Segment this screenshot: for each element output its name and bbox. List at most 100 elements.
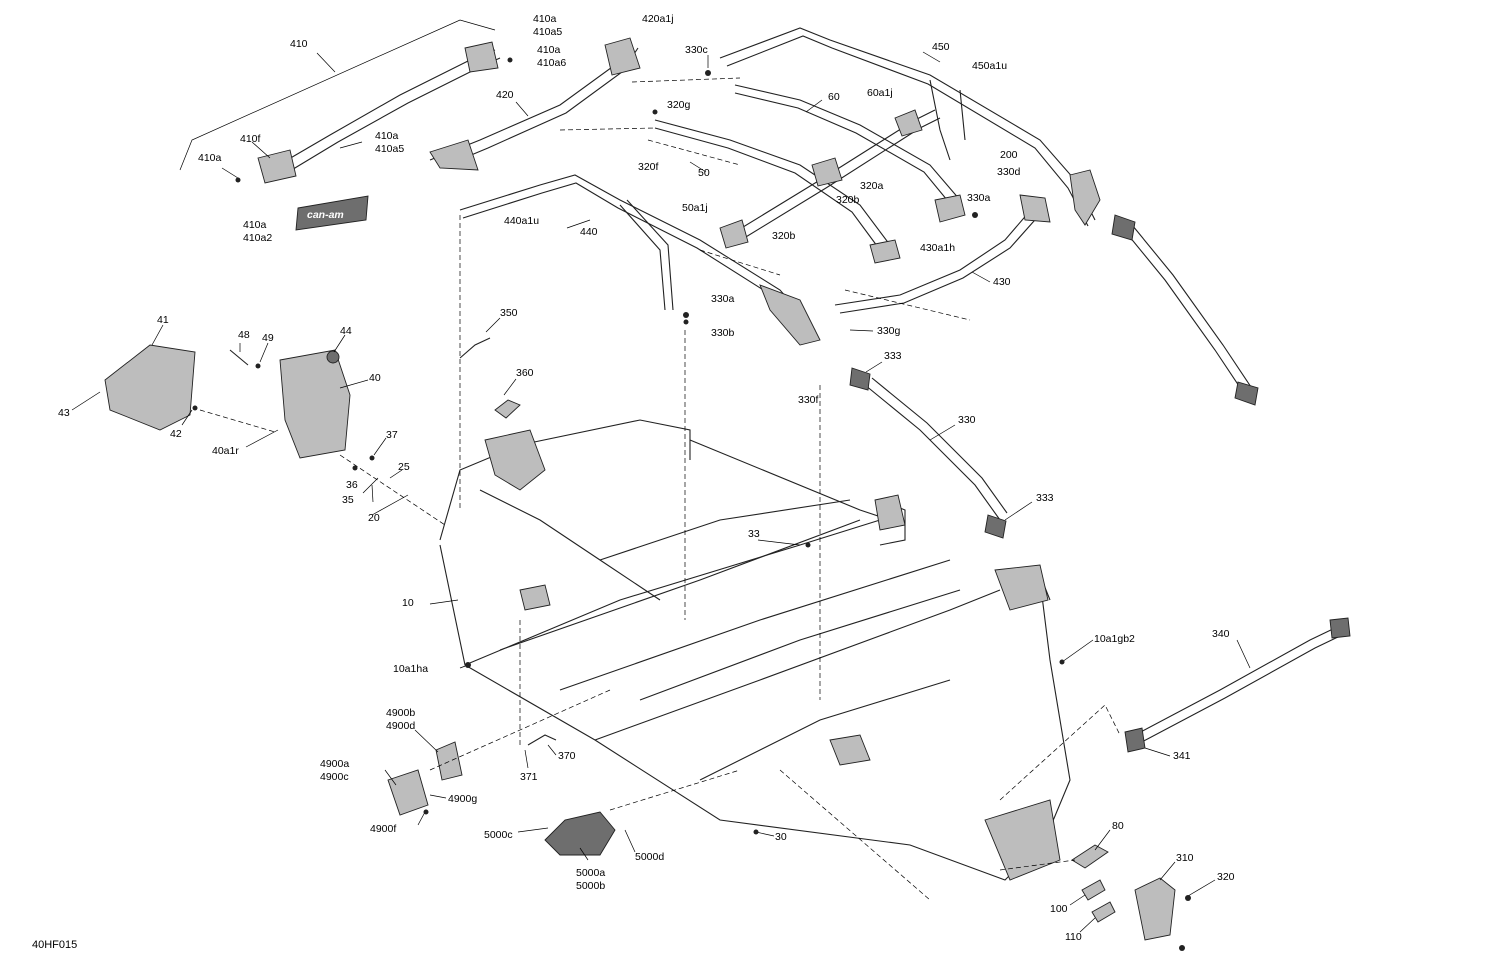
- bracket-40: [229, 349, 351, 459]
- callout-410: 410: [290, 38, 308, 50]
- callout-371: 371: [520, 771, 538, 783]
- callout-25: 25: [398, 461, 410, 473]
- callout-10a1gb2: 10a1gb2: [1094, 633, 1135, 645]
- callout-330g: 330g: [877, 325, 901, 337]
- callout-333-top: 333: [884, 350, 902, 362]
- windshield-bar-410: [179, 19, 501, 184]
- callout-50: 50: [698, 167, 710, 179]
- callout-5000b: 5000b: [576, 880, 605, 892]
- callout-10: 10: [402, 597, 414, 609]
- callout-420: 420: [496, 89, 514, 101]
- callout-36: 36: [346, 479, 358, 491]
- callout-370: 370: [558, 750, 576, 762]
- bracket-80: [1071, 844, 1109, 869]
- callout-410a-third: 410a: [375, 130, 399, 142]
- main-frame-10: [439, 419, 1071, 881]
- callout-450a1u: 450a1u: [972, 60, 1007, 72]
- callout-320f: 320f: [638, 161, 659, 173]
- callout-5000d: 5000d: [635, 851, 664, 863]
- callout-20: 20: [368, 512, 380, 524]
- callout-4900a: 4900a: [320, 758, 349, 770]
- callout-100: 100: [1050, 903, 1068, 915]
- skid-plate-41: [104, 344, 196, 431]
- callout-5000a: 5000a: [576, 867, 605, 879]
- callout-60a1j: 60a1j: [867, 87, 893, 99]
- callout-410f: 410f: [240, 133, 261, 145]
- callout-410a2: 410a2: [243, 232, 272, 244]
- callout-33: 33: [748, 528, 760, 540]
- callout-330d: 330d: [997, 166, 1021, 178]
- bracket-370: [527, 734, 557, 746]
- roof-longitudinal-bar: [719, 109, 941, 249]
- callout-410a6: 410a6: [537, 57, 566, 69]
- callout-40: 40: [369, 372, 381, 384]
- callout-410a-top: 410a: [533, 13, 557, 25]
- callout-80: 80: [1112, 820, 1124, 832]
- callout-410a-second: 410a: [537, 44, 561, 56]
- callout-4900f: 4900f: [370, 823, 396, 835]
- part-4900: [387, 741, 463, 816]
- assembly-guide-lines: [199, 77, 1121, 901]
- callout-410a-left: 410a: [198, 152, 222, 164]
- callout-60: 60: [828, 91, 840, 103]
- callout-330: 330: [958, 414, 976, 426]
- callout-320-bottom: 320: [1217, 871, 1235, 883]
- leader-lines: [71, 51, 1251, 933]
- callout-330a-right: 330a: [967, 192, 991, 204]
- front-roof-bar-420: [429, 37, 641, 171]
- callout-320b-first: 320b: [836, 194, 860, 206]
- callout-350: 350: [500, 307, 518, 319]
- callout-320b-second: 320b: [772, 230, 796, 242]
- roof-crossbar-50: [654, 119, 901, 264]
- callout-341: 341: [1173, 750, 1191, 762]
- bracket-310: [1134, 877, 1176, 941]
- side-rail-440: [459, 174, 821, 346]
- callout-49: 49: [262, 332, 274, 344]
- callout-340: 340: [1212, 628, 1230, 640]
- callout-40a1r: 40a1r: [212, 445, 239, 457]
- callout-330b: 330b: [711, 327, 735, 339]
- callout-330c: 330c: [685, 44, 708, 56]
- callout-333-bottom: 333: [1036, 492, 1054, 504]
- callout-430a1h: 430a1h: [920, 242, 955, 254]
- callout-41: 41: [157, 314, 169, 326]
- callout-35: 35: [342, 494, 354, 506]
- bracket-110: [1091, 901, 1116, 923]
- callout-10a1ha: 10a1ha: [393, 663, 428, 675]
- front-brace-330: [849, 367, 1008, 539]
- callout-430: 430: [993, 276, 1011, 288]
- callout-4900b: 4900b: [386, 707, 415, 719]
- can-am-decal: can-am: [295, 195, 369, 231]
- callout-440a1u: 440a1u: [504, 215, 539, 227]
- bracket-100: [1081, 879, 1106, 901]
- callout-4900c: 4900c: [320, 771, 349, 783]
- callout-410a5-top: 410a5: [533, 26, 562, 38]
- fasteners: [192, 57, 1191, 951]
- small-bracket-350: [459, 337, 491, 359]
- callout-200: 200: [1000, 149, 1018, 161]
- callout-42: 42: [170, 428, 182, 440]
- callout-37: 37: [386, 429, 398, 441]
- callout-410a5-second: 410a5: [375, 143, 404, 155]
- callout-4900d: 4900d: [386, 720, 415, 732]
- callout-50a1j: 50a1j: [682, 202, 708, 214]
- callout-320a: 320a: [860, 180, 884, 192]
- brand-decal-text: can-am: [307, 209, 344, 221]
- callout-4900g: 4900g: [448, 793, 477, 805]
- callout-330a-mid: 330a: [711, 293, 735, 305]
- rear-cage-tube-450: [719, 27, 1101, 227]
- callout-48: 48: [238, 329, 250, 341]
- roof-crossbar-60: [734, 84, 966, 223]
- callout-110: 110: [1065, 931, 1082, 943]
- small-bracket-360: [494, 399, 521, 419]
- callout-330f: 330f: [798, 394, 819, 406]
- callout-360: 360: [516, 367, 534, 379]
- reference-code: 40HF015: [32, 939, 77, 951]
- side-bar-340: [1124, 617, 1351, 753]
- guard-5000: [544, 811, 616, 856]
- callout-450: 450: [932, 41, 950, 53]
- callout-43: 43: [58, 407, 70, 419]
- callout-44: 44: [340, 325, 352, 337]
- rear-brace-200: [1111, 214, 1259, 406]
